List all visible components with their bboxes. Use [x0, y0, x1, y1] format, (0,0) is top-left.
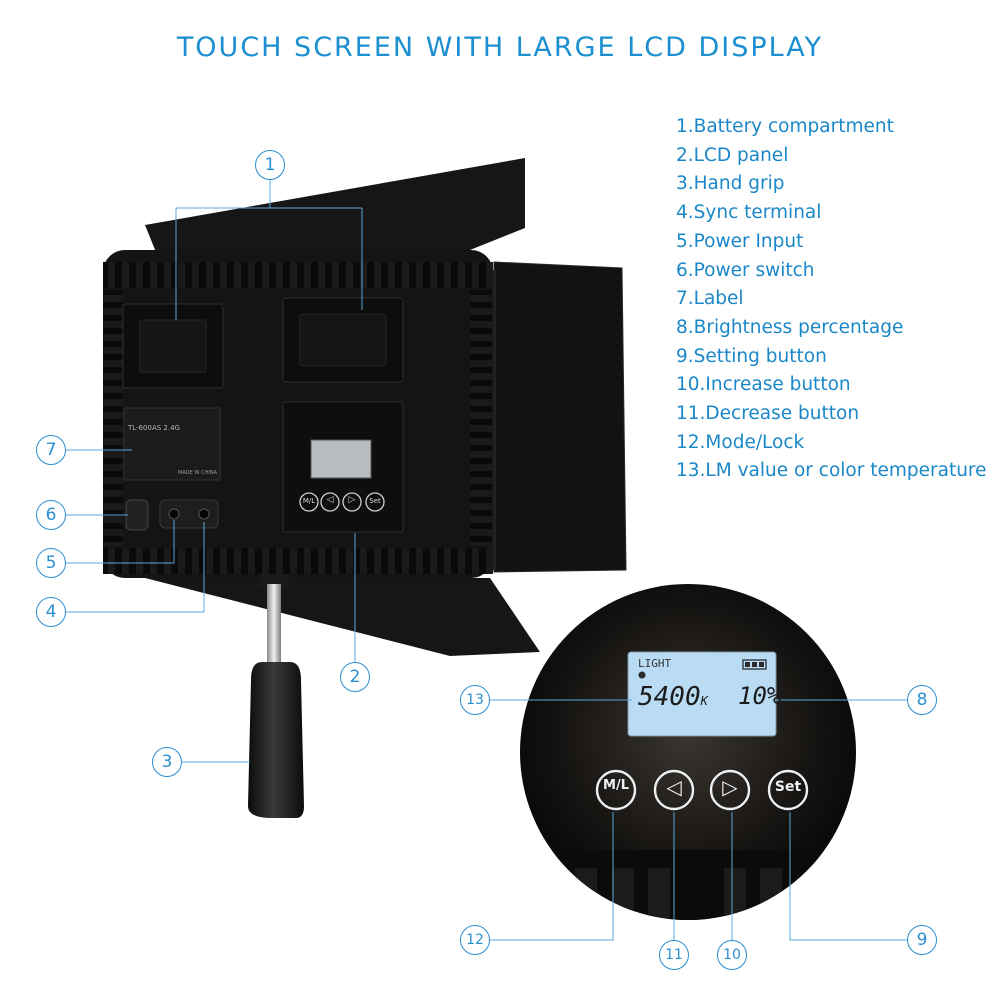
callout-9: 9	[907, 925, 937, 955]
mode-lock-ring	[595, 769, 637, 811]
legend-item-9: 9.Setting button	[676, 345, 827, 367]
callout-6: 6	[36, 500, 66, 530]
power-input-port	[168, 508, 180, 520]
power-switch	[125, 499, 149, 531]
mount-rod	[267, 584, 281, 662]
battery-indicator	[742, 659, 767, 670]
set-button[interactable]: Set	[774, 779, 802, 795]
mode-lock-button[interactable]: M/L	[603, 778, 629, 793]
legend-item-4: 4.Sync terminal	[676, 202, 822, 224]
callout-13: 13	[460, 685, 490, 715]
hand-grip	[248, 662, 304, 818]
legend-item-3: 3.Hand grip	[676, 173, 785, 195]
callout-12: 12	[460, 925, 490, 955]
small-decrease-glyph: ◁	[326, 495, 334, 505]
increase-button[interactable]: ▷	[722, 775, 738, 799]
legend-item-8: 8.Brightness percentage	[676, 316, 904, 338]
legend-item-11: 11.Decrease button	[676, 403, 860, 425]
callout-2: 2	[340, 662, 370, 692]
mount-block	[259, 574, 289, 588]
legend-item-13: 13.LM value or color temperature	[676, 460, 987, 482]
callout-10: 10	[717, 940, 747, 970]
small-increase-glyph: ▷	[348, 495, 356, 505]
legend-item-2: 2.LCD panel	[676, 144, 789, 166]
barn-door-top	[145, 158, 525, 262]
small-set-glyph: Set	[369, 497, 381, 505]
lcd-temperature-value: 5400K	[638, 682, 708, 712]
lcd-brightness-value: 10%	[738, 682, 782, 710]
sticker-origin-text: MADE IN CHINA	[178, 470, 218, 476]
mode-dot	[638, 671, 646, 679]
small-lcd	[310, 439, 372, 479]
callout-5: 5	[36, 548, 66, 578]
small-mode-lock-glyph: M/L	[302, 497, 316, 505]
set-ring	[767, 769, 809, 811]
legend-item-12: 12.Mode/Lock	[676, 431, 805, 453]
page-title: TOUCH SCREEN WITH LARGE LCD DISPLAY	[176, 32, 824, 63]
barn-door-bottom	[145, 578, 540, 656]
legend-item-6: 6.Power switch	[676, 259, 815, 281]
sync-terminal-port	[198, 508, 210, 520]
barn-door-right	[493, 261, 627, 573]
lcd-mode-text: LIGHT	[638, 657, 672, 670]
device-label-sticker	[123, 407, 221, 481]
callout-8: 8	[907, 685, 937, 715]
callout-7: 7	[36, 435, 66, 465]
decrease-ring	[653, 769, 695, 811]
lcd-screen	[627, 651, 777, 737]
lcd-temperature-unit: K	[700, 694, 708, 708]
callout-3: 3	[152, 747, 182, 777]
decrease-button[interactable]: ◁	[666, 775, 682, 799]
callout-11: 11	[659, 940, 689, 970]
legend-item-1: 1.Battery compartment	[676, 116, 894, 137]
increase-ring	[709, 769, 751, 811]
sticker-model-text: TL-600AS 2.4G	[128, 424, 180, 432]
legend-item-7: 7.Label	[676, 288, 744, 310]
legend-item-5: 5.Power Input	[676, 230, 804, 252]
leader-lines	[66, 180, 908, 941]
legend-list: 1.Battery compartment 2.LCD panel 3.Hand…	[676, 113, 987, 486]
callout-4: 4	[36, 597, 66, 627]
lcd-temperature-number: 5400	[638, 682, 701, 712]
callout-1: 1	[255, 150, 285, 180]
legend-item-10: 10.Increase button	[676, 374, 851, 396]
